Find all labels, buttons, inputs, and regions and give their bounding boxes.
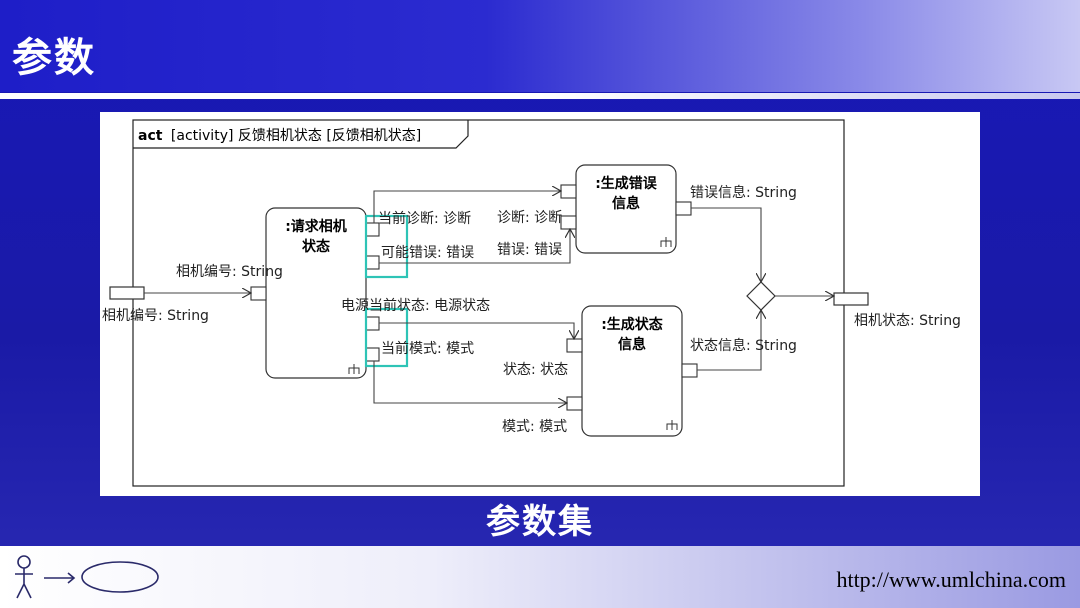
action-status-line1: :生成状态 [601, 316, 663, 333]
pin-label-status-in-mode: 模式: 模式 [502, 419, 567, 435]
parameter-set-error [364, 214, 409, 279]
diagram-panel: act [activity] 反馈相机状态 [反馈相机状态] :请求相机 状态 … [100, 112, 980, 496]
action-request-line2: 状态 [302, 238, 330, 255]
pin-status-out[interactable] [681, 363, 698, 378]
rake-icon [666, 420, 678, 430]
pin-request-out-power[interactable] [365, 316, 380, 331]
flow-power [379, 322, 574, 339]
pin-error-out[interactable] [675, 201, 692, 216]
input-parameter-node[interactable] [109, 286, 145, 300]
parameter-set-status [364, 307, 409, 368]
flow-error-to-merge [691, 207, 761, 282]
pin-request-out-error[interactable] [365, 255, 380, 270]
action-request-line1: :请求相机 [285, 218, 347, 235]
slide-title: 参数 [12, 35, 96, 81]
frame-keyword: act [138, 128, 163, 144]
rake-icon [348, 364, 360, 374]
pin-status-in-status[interactable] [566, 338, 583, 353]
action-error-line1: :生成错误 [595, 175, 658, 192]
pin-label-request-out-diag: 当前诊断: 诊断 [378, 210, 471, 227]
pin-label-error-out: 错误信息: String [690, 184, 797, 201]
actor-icon [15, 555, 33, 599]
umlchina-logo [15, 555, 159, 599]
title-divider [0, 93, 1080, 99]
pin-label-request-out-error: 可能错误: 错误 [381, 245, 474, 261]
action-status-line2: 信息 [618, 336, 646, 353]
association-arrow-icon [44, 572, 76, 584]
output-parameter-label: 相机状态: String [854, 313, 961, 329]
action-error-line2: 信息 [612, 195, 640, 212]
frame-header-tab [133, 120, 469, 149]
footer-bar [0, 546, 1080, 608]
pin-error-in-error[interactable] [560, 215, 577, 230]
pin-label-error-in-error: 错误: 错误 [497, 242, 562, 258]
title-bar [0, 0, 1080, 92]
pin-error-in-diag[interactable] [560, 184, 577, 199]
rake-icon [660, 237, 672, 247]
footer-url[interactable]: http://www.umlchina.com [836, 567, 1066, 592]
pin-label-request-in: 相机编号: String [176, 264, 283, 280]
input-parameter-label: 相机编号: String [102, 308, 209, 324]
pin-request-out-mode[interactable] [365, 347, 380, 362]
flow-error [379, 229, 570, 264]
frame-header: act [activity] 反馈相机状态 [反馈相机状态] [138, 128, 421, 144]
flow-mode [373, 361, 567, 403]
frame-label: [activity] 反馈相机状态 [反馈相机状态] [171, 128, 421, 144]
pin-label-status-out: 状态信息: String [690, 337, 797, 354]
use-case-ellipse-icon [81, 561, 159, 593]
decision-merge-node[interactable] [746, 281, 776, 311]
flow-diag [373, 191, 561, 223]
pin-label-request-out-mode: 当前模式: 模式 [381, 340, 474, 357]
flow-status-to-merge [697, 310, 761, 371]
output-parameter-node[interactable] [833, 292, 869, 306]
pin-label-error-in-diag: 诊断: 诊断 [497, 210, 562, 226]
pin-status-in-mode[interactable] [566, 396, 583, 411]
pin-label-request-out-power: 电源当前状态: 电源状态 [341, 297, 490, 314]
slide-caption: 参数集 [486, 502, 594, 542]
pin-label-status-in-status: 状态: 状态 [503, 362, 568, 378]
activity-diagram: act [activity] 反馈相机状态 [反馈相机状态] :请求相机 状态 … [102, 119, 961, 487]
pin-request-in[interactable] [250, 286, 267, 301]
